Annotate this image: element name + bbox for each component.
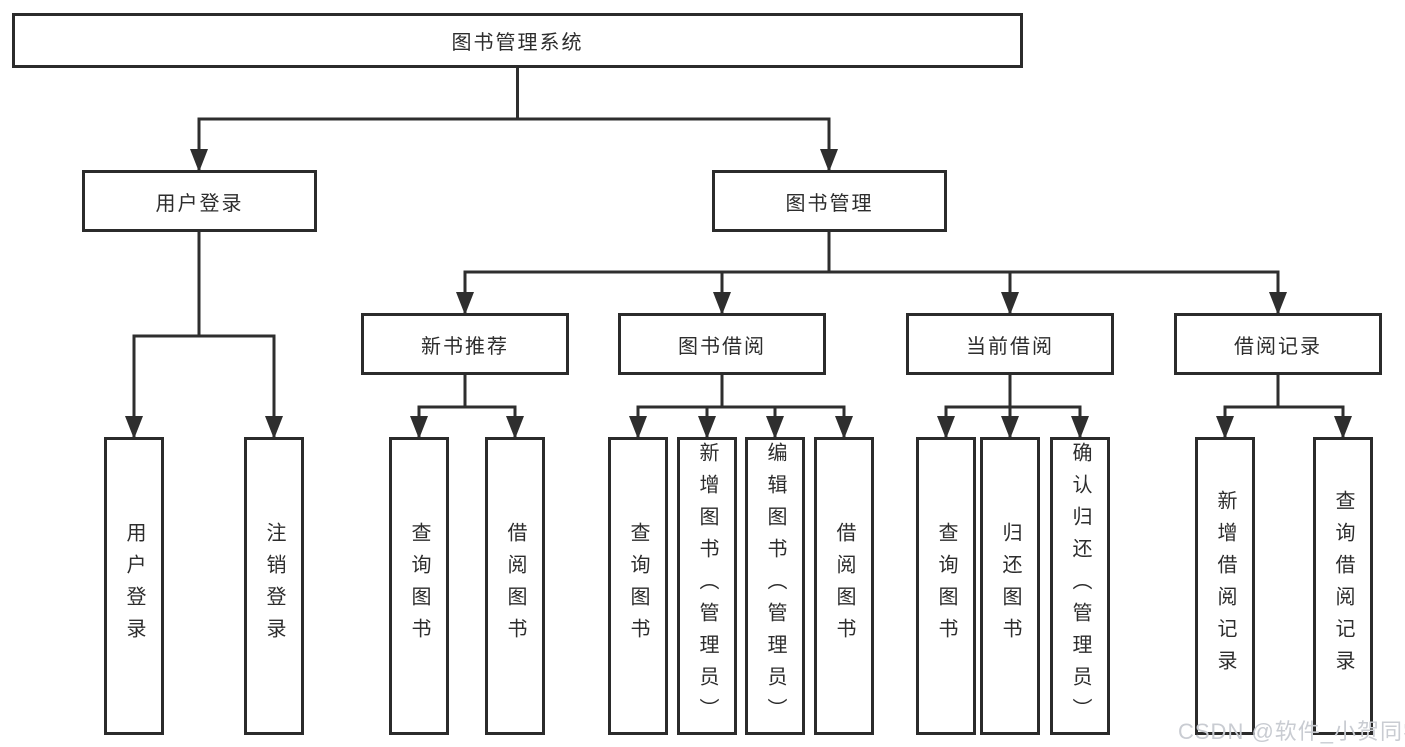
node-label: 查询图书 (935, 522, 957, 650)
node-book-borrow: 图书借阅 (618, 313, 826, 375)
arrowhead (937, 416, 955, 439)
arrowhead (766, 416, 784, 439)
arrowhead (820, 149, 838, 172)
arrowhead (835, 416, 853, 439)
leaf-query-book: 查询图书 (389, 437, 449, 735)
leaf-edit-book-admin: 编辑图书（管理员） (745, 437, 805, 735)
node-user-login: 用户登录 (82, 170, 317, 232)
leaf-query-borrow-record: 查询借阅记录 (1313, 437, 1373, 735)
arrowhead (125, 416, 143, 439)
arrowhead (1001, 416, 1019, 439)
node-label: 借阅记录 (1234, 335, 1322, 358)
node-label: 当前借阅 (966, 335, 1054, 358)
node-root-library-system: 图书管理系统 (12, 13, 1023, 68)
connector-newrec-splitter (417, 405, 517, 437)
node-new-book-recommend: 新书推荐 (361, 313, 569, 375)
arrowhead (629, 416, 647, 439)
node-label: 编辑图书（管理员） (764, 442, 786, 730)
arrowhead (456, 292, 474, 315)
leaf-add-book-admin: 新增图书（管理员） (677, 437, 737, 735)
node-borrow-records: 借阅记录 (1174, 313, 1382, 375)
node-label: 用户登录 (123, 522, 145, 650)
connector-level3-splitter (463, 270, 1280, 313)
arrowhead (1001, 292, 1019, 315)
node-label: 注销登录 (263, 522, 285, 650)
connector-borrow-splitter (636, 405, 846, 437)
connector-level1-splitter (197, 117, 831, 170)
node-label: 查询图书 (627, 522, 649, 650)
arrowhead (1269, 292, 1287, 315)
node-book-management: 图书管理 (712, 170, 947, 232)
node-label: 图书管理系统 (451, 32, 584, 54)
csdn-watermark: CSDN @软件_小贺同学 (1178, 719, 1405, 744)
leaf-query-book: 查询图书 (608, 437, 668, 735)
node-label: 查询图书 (408, 522, 430, 650)
arrowhead (713, 292, 731, 315)
leaf-borrow-book: 借阅图书 (814, 437, 874, 735)
node-label: 新书推荐 (421, 335, 509, 358)
leaf-confirm-return-admin: 确认归还（管理员） (1050, 437, 1110, 735)
connector-userlogin-splitter (132, 334, 276, 437)
node-label: 查询借阅记录 (1332, 490, 1354, 682)
arrowhead (698, 416, 716, 439)
leaf-borrow-book: 借阅图书 (485, 437, 545, 735)
leaf-user-login: 用户登录 (104, 437, 164, 735)
connector-records-splitter (1223, 405, 1345, 437)
leaf-query-book: 查询图书 (916, 437, 976, 735)
leaf-return-book: 归还图书 (980, 437, 1040, 735)
node-label: 归还图书 (999, 522, 1021, 650)
node-label: 新增图书（管理员） (696, 442, 718, 730)
leaf-logout: 注销登录 (244, 437, 304, 735)
arrowhead (1071, 416, 1089, 439)
node-label: 图书借阅 (678, 335, 766, 358)
node-label: 借阅图书 (504, 522, 526, 650)
arrowhead (1334, 416, 1352, 439)
leaf-add-borrow-record: 新增借阅记录 (1195, 437, 1255, 735)
arrowhead (265, 416, 283, 439)
arrowhead (1216, 416, 1234, 439)
node-label: 新增借阅记录 (1214, 490, 1236, 682)
node-label: 图书管理 (785, 192, 874, 215)
node-label: 用户登录 (155, 192, 244, 215)
node-label: 确认归还（管理员） (1069, 442, 1091, 730)
arrowhead (410, 416, 428, 439)
node-current-borrow: 当前借阅 (906, 313, 1114, 375)
arrowhead (190, 149, 208, 172)
node-label: 借阅图书 (833, 522, 855, 650)
arrowhead (506, 416, 524, 439)
